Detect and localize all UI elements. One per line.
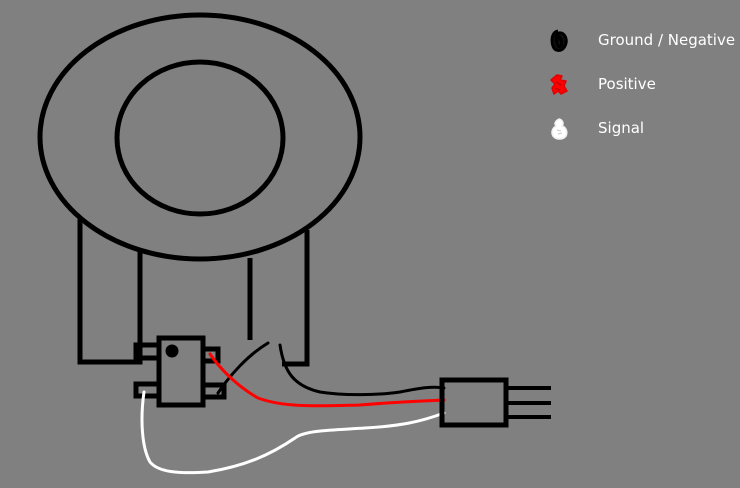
connector [439, 377, 551, 428]
sensor-chip [133, 335, 227, 408]
support-posts [77, 218, 310, 367]
signal-wire [140, 390, 446, 475]
legend-item-signal: Signal [548, 114, 644, 142]
black-scribble-icon [548, 28, 570, 52]
ground-wire [216, 341, 446, 397]
legend-item-ground: Ground / Negative [548, 26, 735, 54]
chip-body [156, 335, 206, 408]
positive-wire [208, 352, 446, 408]
inner-ring [114, 59, 286, 217]
red-scribble-icon [548, 72, 570, 96]
left-post [77, 218, 143, 365]
chip-pin-bottom-left [133, 381, 162, 399]
chip-pin-top-left [133, 342, 162, 361]
legend-label: Ground / Negative [598, 31, 736, 49]
connector-housing [439, 377, 509, 428]
outer-ring [37, 12, 363, 262]
legend-item-positive: Positive [548, 70, 656, 98]
legend-label: Signal [598, 119, 645, 137]
chip-pin1-dot [165, 344, 179, 358]
white-scribble-icon [548, 116, 570, 140]
wires [140, 341, 446, 475]
chip-pin-top-right [200, 346, 221, 364]
ring-assembly [37, 12, 363, 262]
chip-pin-bottom-right [200, 382, 227, 400]
legend-label: Positive [598, 75, 656, 93]
right-post [247, 230, 310, 367]
